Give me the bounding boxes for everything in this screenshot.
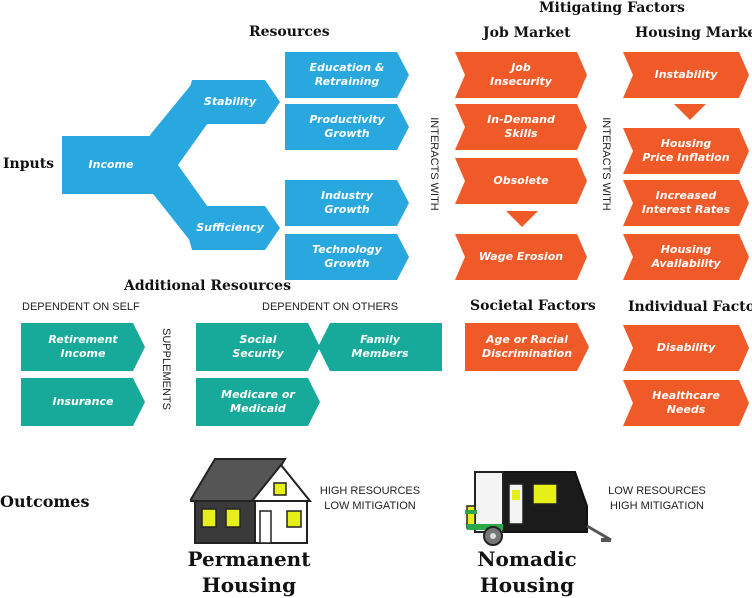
down-arrow-icon [674, 104, 706, 120]
supplements-label: SUPPLEMENTS [160, 328, 172, 410]
individual-factor-box: Healthcare Needs [623, 380, 749, 426]
camper-trailer-icon [465, 471, 612, 546]
outcomes-heading: Outcomes [0, 492, 90, 511]
mitigating-factors-heading: Mitigating Factors [539, 0, 685, 16]
housing-market-box: Instability [623, 52, 749, 98]
permanent-housing-label: Permanent Housing [187, 547, 311, 597]
inputs-heading: Inputs [3, 156, 55, 172]
housing-market-box: Housing Availability [623, 234, 749, 280]
resource-box: Industry Growth [285, 180, 409, 226]
job-market-box: Job Insecurity [455, 52, 587, 98]
medicare-medicaid-box: Medicare or Medicaid [196, 378, 320, 426]
job-market-box: Obsolete [455, 158, 587, 204]
additional-resources-heading: Additional Resources [124, 278, 291, 294]
job-market-box: Wage Erosion [455, 234, 587, 280]
house-icon [190, 458, 313, 544]
societal-factor-box: Age or Racial Discrimination [465, 323, 589, 371]
down-arrow-icon [506, 211, 538, 227]
nomadic-housing-note: LOW RESOURCES HIGH MITIGATION [608, 485, 706, 512]
job-market-heading: Job Market [483, 25, 571, 41]
insurance-box: Insurance [21, 378, 145, 426]
dependent-on-self-label: DEPENDENT ON SELF [22, 301, 140, 313]
individual-factor-box: Disability [623, 325, 749, 371]
family-members-box: Family Members [318, 323, 442, 371]
resource-box: Education & Retraining [285, 52, 409, 98]
resource-box: Productivity Growth [285, 104, 409, 150]
stability-node: Stability [180, 80, 280, 124]
social-security-box: Social Security [196, 323, 320, 371]
interacts-with-label: INTERACTS WITH [600, 117, 612, 211]
resource-box: Technology Growth [285, 234, 409, 280]
interacts-with-label: INTERACTS WITH [428, 117, 440, 211]
permanent-housing-note: HIGH RESOURCES LOW MITIGATION [319, 485, 421, 512]
job-market-box: In-Demand Skills [455, 104, 587, 150]
nomadic-housing-label: Nomadic Housing [477, 547, 577, 597]
housing-market-box: Housing Price Inflation [623, 128, 749, 174]
dependent-on-others-label: DEPENDENT ON OTHERS [262, 301, 399, 313]
sufficiency-node: Sufficiency [180, 206, 280, 250]
income-node: Income [62, 136, 160, 194]
housing-market-heading: Housing Market [635, 25, 752, 41]
housing-market-box: Increased Interest Rates [623, 180, 749, 226]
societal-factors-heading: Societal Factors [470, 298, 596, 314]
retirement-income-box: Retirement Income [21, 323, 145, 371]
individual-factors-heading: Individual Factors [628, 299, 752, 315]
resources-heading: Resources [249, 24, 330, 40]
